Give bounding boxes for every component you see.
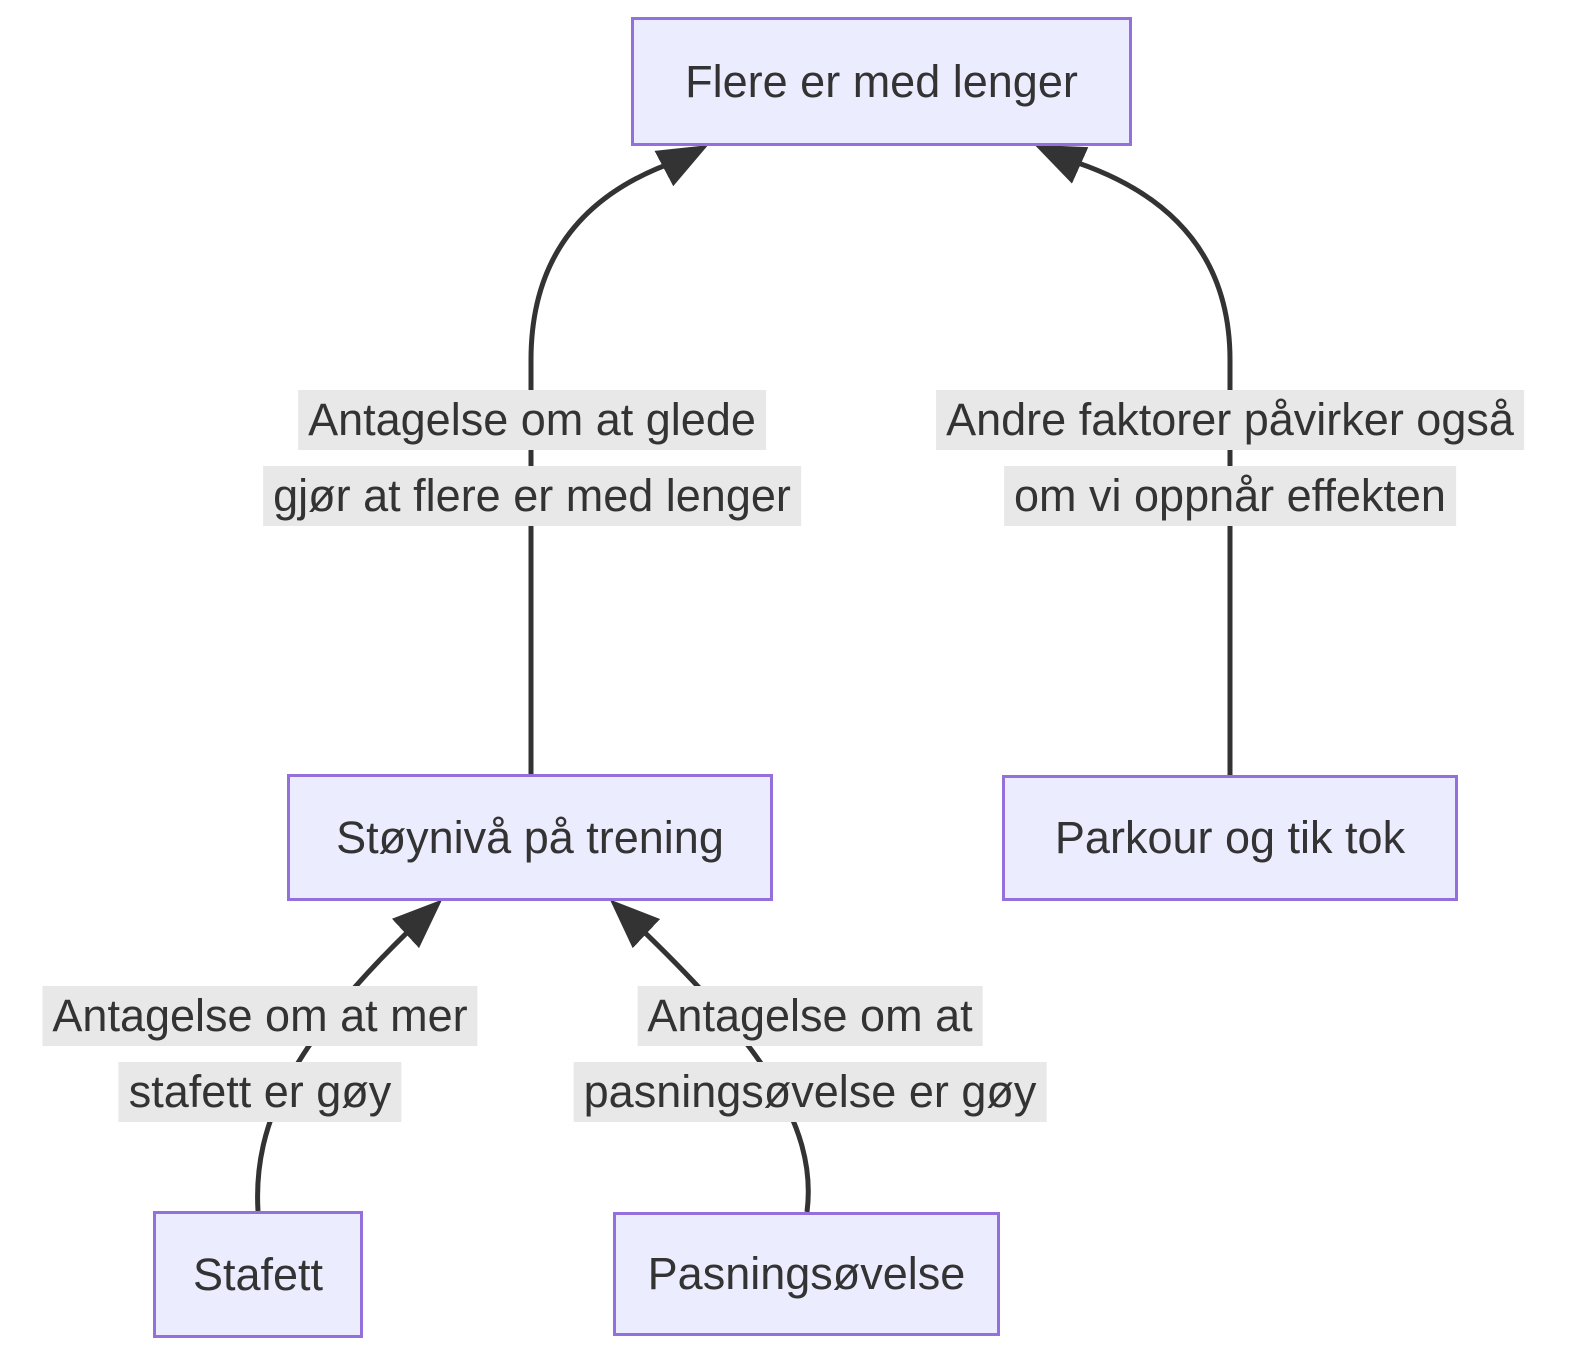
node-label: Stafett (192, 1248, 324, 1300)
edge-parkour-to-flere (1034, 144, 1233, 775)
edge-label-line: om vi oppnår effekten (1004, 466, 1456, 526)
edge-label-line: Antagelse om at glede (298, 390, 766, 450)
node-label: Pasningsøvelse (647, 1248, 966, 1299)
node-parkour-og-tik-tok: Parkour og tik tok (1002, 775, 1458, 901)
node-stafett: Stafett (153, 1211, 363, 1338)
node-stoynivaa-paa-trening: Støynivå på trening (287, 774, 773, 901)
edge-stoynivaa-to-flere (528, 145, 709, 774)
edge-label-line: gjør at flere er med lenger (263, 466, 801, 526)
node-label: Parkour og tik tok (1054, 812, 1406, 863)
edge-label-line: stafett er gøy (118, 1062, 402, 1122)
node-label: Støynivå på trening (336, 811, 724, 863)
node-flere-er-med-lenger: Flere er med lenger (631, 17, 1132, 146)
edge-label-line: Andre faktorer påvirker også (936, 390, 1524, 450)
edge-label-andre-faktorer: Andre faktorer påvirker også om vi oppnå… (936, 390, 1524, 542)
edge-label-glede: Antagelse om at glede gjør at flere er m… (263, 390, 801, 542)
node-label: Flere er med lenger (685, 55, 1078, 107)
edge-label-line: pasningsøvelse er gøy (573, 1062, 1047, 1122)
edge-label-line: Antagelse om at (637, 986, 983, 1046)
edge-label-stafett-goy: Antagelse om at mer stafett er gøy (42, 986, 478, 1138)
node-pasningsoevelse: Pasningsøvelse (613, 1212, 1000, 1336)
edge-label-pasningsoevelse-goy: Antagelse om at pasningsøvelse er gøy (573, 986, 1047, 1138)
edge-label-line: Antagelse om at mer (42, 986, 478, 1046)
